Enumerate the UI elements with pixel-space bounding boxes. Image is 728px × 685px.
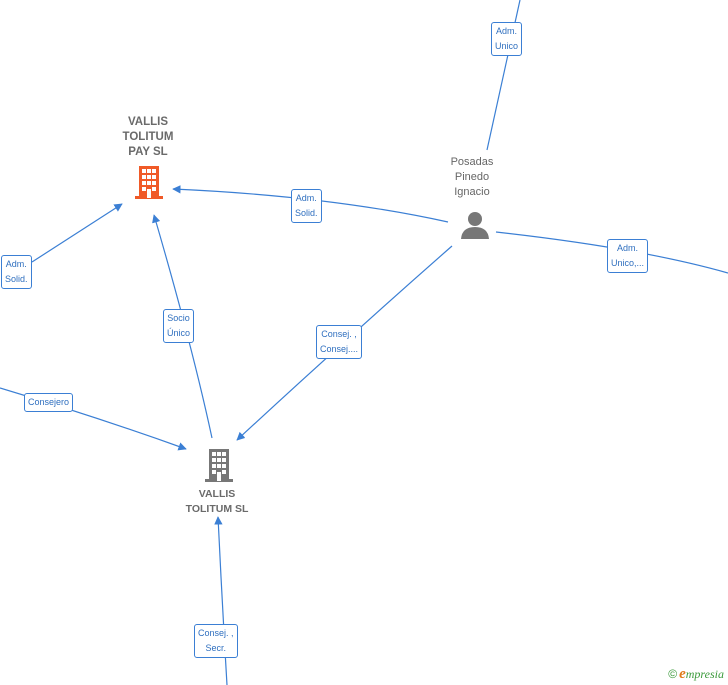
edge-label-consej-consej[interactable]: Consej. , Consej....	[316, 325, 363, 359]
node-line: Ignacio	[454, 186, 490, 198]
edge-label-line: Único	[167, 328, 191, 338]
node-line: Pinedo	[454, 171, 490, 183]
copyright-symbol: ©	[668, 667, 678, 681]
building-icon[interactable]	[133, 164, 165, 200]
empresia-watermark: ©empresia	[668, 666, 724, 683]
company-label-vallis-tolitum-pay[interactable]: VALLIS TOLITUM PAY SL	[108, 115, 188, 160]
edge-label-adm-solid[interactable]: Adm. Solid.	[291, 189, 322, 223]
edge-label-line: Secr.	[205, 643, 227, 653]
edge-label-line: Adm.	[496, 26, 518, 36]
node-line: TOLITUM SL	[185, 503, 249, 515]
node-line: VALLIS	[127, 116, 169, 128]
edge-label-adm-unico[interactable]: Adm. Unico	[491, 22, 523, 56]
node-line: TOLITUM	[122, 131, 174, 143]
edge-label-adm-unico-right[interactable]: Adm. Unico,...	[607, 239, 649, 273]
edge-left-to-pay	[31, 203, 123, 263]
edge-label-line: Adm.	[5, 259, 27, 269]
edge-bottom-to-tolitum	[214, 516, 228, 685]
edge-label-adm-solid-left[interactable]: Adm. Solid.	[1, 255, 32, 289]
edge-label-consej-secr[interactable]: Consej. , Secr.	[194, 624, 238, 658]
edge-label-line: Adm.	[617, 243, 639, 253]
edge-label-consejero[interactable]: Consejero	[24, 393, 74, 412]
edge-label-socio-unico[interactable]: Socio Único	[163, 309, 195, 343]
edge-label-line: Unico,...	[611, 258, 645, 268]
company-label-vallis-tolitum[interactable]: VALLIS TOLITUM SL	[172, 487, 262, 517]
person-icon[interactable]	[460, 210, 490, 240]
edge-label-line: Consejero	[28, 397, 70, 407]
edge-left-to-tolitum	[0, 387, 187, 451]
person-label-posadas-pinedo-ignacio[interactable]: Posadas Pinedo Ignacio	[437, 155, 507, 200]
brand-name: mpresia	[685, 667, 724, 681]
node-line: Posadas	[450, 156, 494, 168]
edge-label-line: Consej....	[320, 344, 359, 354]
edge-label-line: Solid.	[295, 208, 318, 218]
node-line: VALLIS	[198, 488, 236, 500]
edge-label-line: Unico	[495, 41, 519, 51]
node-line: PAY SL	[128, 146, 168, 158]
edge-label-line: Adm.	[295, 193, 317, 203]
brand-initial: e	[679, 666, 686, 682]
edge-label-line: Consej. ,	[321, 329, 357, 339]
edge-label-line: Consej. ,	[198, 628, 234, 638]
edge-label-line: Socio	[167, 313, 190, 323]
edge-label-line: Solid.	[5, 274, 28, 284]
building-icon[interactable]	[203, 447, 235, 483]
